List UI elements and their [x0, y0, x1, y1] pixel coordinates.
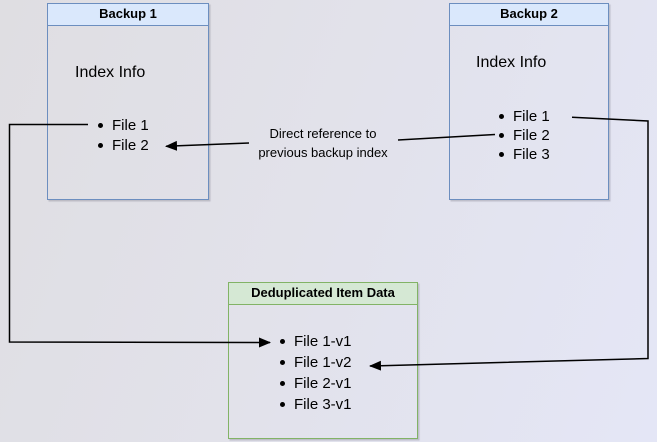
list-item: File 1-v2	[280, 352, 352, 373]
dedup-title: Deduplicated Item Data	[251, 285, 395, 300]
dedup-box: Deduplicated Item Data File 1-v1 File 1-…	[228, 282, 418, 439]
backup2-index-info-label: Index Info	[476, 54, 547, 71]
file-label: File 2	[112, 136, 149, 154]
bullet-icon	[98, 122, 103, 128]
bullet-icon	[280, 339, 285, 344]
bullet-icon	[280, 360, 285, 365]
file-label: File 1-v2	[294, 354, 352, 371]
backup2-header: Backup 2	[450, 4, 608, 26]
bullet-icon	[499, 133, 504, 138]
list-item: File 2-v1	[280, 373, 352, 394]
backup2-title: Backup 2	[500, 6, 558, 21]
file-label: File 2-v1	[294, 375, 352, 392]
list-item: File 3-v1	[280, 394, 352, 415]
file-label: File 1	[112, 116, 149, 134]
file-label: File 3-v1	[294, 396, 352, 413]
backup1-file-list: File 1 File 2	[98, 115, 149, 155]
bullet-icon	[98, 142, 103, 148]
file-label: File 3	[513, 146, 550, 163]
annotation-label: Direct reference to previous backup inde…	[238, 124, 408, 162]
list-item: File 3	[499, 145, 550, 164]
list-item: File 1	[98, 115, 149, 135]
backup2-box: Backup 2 Index Info File 1 File 2 File 3	[449, 3, 609, 200]
backup1-title: Backup 1	[99, 6, 157, 21]
bullet-icon	[280, 402, 285, 407]
list-item: File 1-v1	[280, 331, 352, 352]
backup1-box: Backup 1 Index Info File 1 File 2	[47, 3, 209, 200]
annotation-line2: previous backup index	[258, 145, 388, 160]
bullet-icon	[499, 114, 504, 119]
file-label: File 1	[513, 108, 550, 125]
list-item: File 1	[499, 107, 550, 126]
backup1-index-info-label: Index Info	[75, 64, 146, 81]
file-label: File 1-v1	[294, 333, 352, 350]
bullet-icon	[280, 381, 285, 386]
list-item: File 2	[98, 135, 149, 155]
backup2-file-list: File 1 File 2 File 3	[499, 107, 550, 164]
dedup-header: Deduplicated Item Data	[229, 283, 417, 305]
dedup-file-list: File 1-v1 File 1-v2 File 2-v1 File 3-v1	[280, 331, 352, 415]
backup1-header: Backup 1	[48, 4, 208, 26]
list-item: File 2	[499, 126, 550, 145]
file-label: File 2	[513, 127, 550, 144]
bullet-icon	[499, 152, 504, 157]
annotation-line1: Direct reference to	[269, 126, 377, 141]
